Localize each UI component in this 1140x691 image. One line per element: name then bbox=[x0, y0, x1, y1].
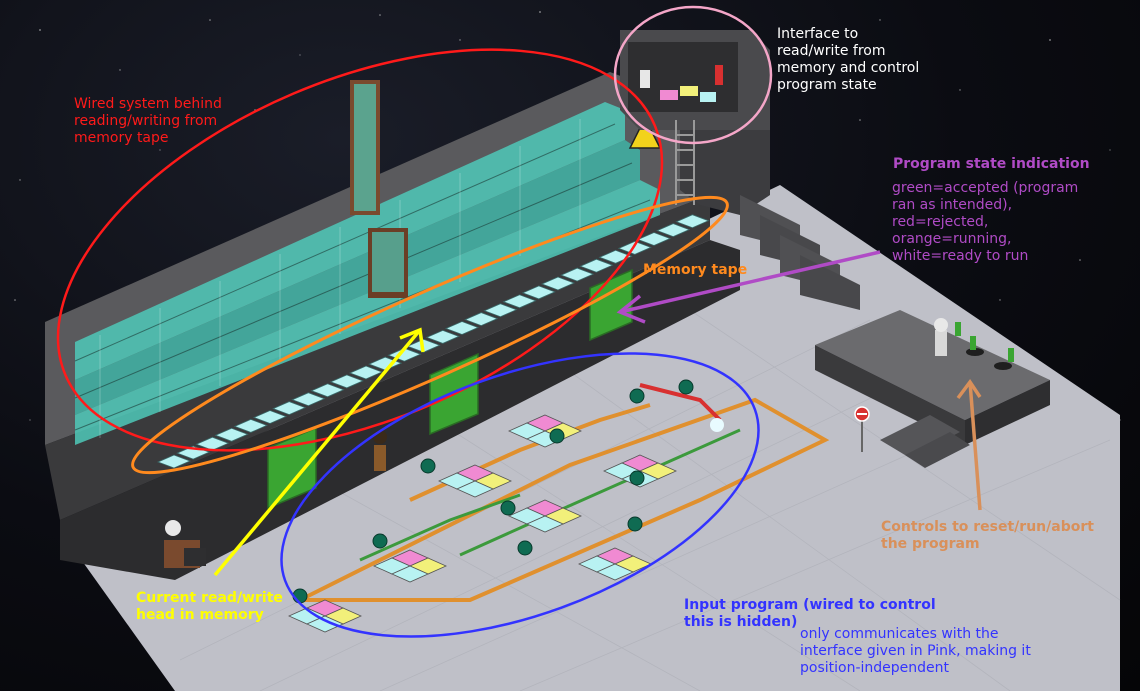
avatar-player bbox=[373, 430, 387, 471]
memory-tape-cell bbox=[464, 312, 499, 327]
controller-object bbox=[164, 520, 206, 568]
memory-tape-cell bbox=[195, 436, 230, 451]
interface-outline bbox=[613, 5, 773, 145]
program-tile bbox=[391, 565, 429, 583]
memory-tape-cell bbox=[636, 232, 672, 246]
state-orb bbox=[629, 388, 645, 404]
input-program-title-line: Input program (wired to control bbox=[684, 597, 936, 613]
annotation-overlays bbox=[56, 5, 982, 638]
state-orb bbox=[627, 516, 643, 532]
read-write-head-label-line: Current read/write bbox=[136, 590, 283, 606]
controls-label: Controls to reset/run/abort the program bbox=[881, 519, 1094, 553]
ladder bbox=[675, 120, 695, 205]
memory-tape-outline bbox=[131, 195, 729, 475]
room-floor bbox=[60, 185, 1120, 691]
controls-arrow bbox=[968, 381, 982, 511]
program-state-legend-line: green=accepted (program bbox=[892, 180, 1079, 196]
server-racks bbox=[74, 102, 660, 445]
memory-tape-cell bbox=[579, 258, 614, 273]
glowing-orb bbox=[710, 418, 724, 432]
starfield bbox=[14, 11, 1121, 421]
memory-tape-cell bbox=[502, 294, 537, 309]
input-program-title: Input program (wired to control this is … bbox=[684, 597, 936, 631]
wired-system-label: Wired system behind reading/writing from… bbox=[74, 96, 222, 147]
program-state-legend: green=accepted (program ran as intended)… bbox=[892, 180, 1078, 265]
memory-tape-cell bbox=[444, 321, 480, 335]
state-orb bbox=[420, 458, 436, 474]
memory-tape-cell bbox=[272, 401, 307, 416]
no-entry-sign-icon bbox=[854, 406, 870, 452]
memory-tape-cell bbox=[214, 427, 249, 442]
pillar bbox=[680, 130, 770, 215]
read-write-head-label-line: head in memory bbox=[136, 607, 264, 623]
state-orb bbox=[678, 379, 694, 395]
interface-label-line: Interface to bbox=[777, 26, 859, 42]
controls-label-line: Controls to reset/run/abort bbox=[881, 519, 1094, 535]
wired-system-label-line: reading/writing from bbox=[74, 113, 218, 129]
program-tile bbox=[596, 563, 634, 581]
state-orb bbox=[292, 588, 308, 604]
wired-system-label-line: memory tape bbox=[74, 130, 169, 146]
program-tile bbox=[526, 515, 564, 533]
wired-system-outline bbox=[56, 48, 664, 452]
memory-tape-cell bbox=[675, 214, 710, 229]
interface-label: Interface to read/write from memory and … bbox=[777, 26, 919, 94]
state-orb bbox=[500, 500, 516, 516]
program-state-legend-line: ran as intended), bbox=[892, 197, 1013, 213]
program-tile bbox=[456, 480, 494, 498]
server-wall-front bbox=[60, 240, 740, 580]
program-state-legend-line: red=rejected, bbox=[892, 214, 989, 230]
avatar-robot bbox=[934, 318, 948, 356]
input-program-description-line: only communicates with the bbox=[800, 626, 999, 642]
program-tiles bbox=[288, 414, 677, 633]
memory-tape-label: Memory tape bbox=[643, 262, 748, 278]
control-buttons bbox=[955, 322, 1014, 370]
memory-tape-cell bbox=[560, 267, 595, 282]
input-program-description-line: position-independent bbox=[800, 660, 950, 676]
input-program-description: only communicates with the interface giv… bbox=[800, 626, 1031, 677]
program-tile bbox=[306, 615, 344, 633]
interface-label-line: memory and control bbox=[777, 60, 920, 76]
memory-tape-cell bbox=[598, 249, 633, 264]
control-platform bbox=[815, 310, 1050, 468]
memory-tape-cell bbox=[483, 303, 518, 318]
memory-tape-cell bbox=[656, 223, 691, 238]
input-program-description-line: interface given in Pink, making it bbox=[800, 643, 1031, 659]
wired-system-label-line: Wired system behind bbox=[74, 96, 222, 112]
memory-tape-cell bbox=[348, 365, 384, 380]
read-write-head-arrow bbox=[213, 328, 422, 577]
read-write-head-label: Current read/write head in memory bbox=[136, 590, 283, 624]
interface-label-line: read/write from bbox=[777, 43, 886, 59]
program-state-arrow bbox=[619, 250, 881, 314]
state-orb bbox=[629, 470, 645, 486]
memory-tape-cell bbox=[310, 383, 345, 398]
memory-tape-cell bbox=[329, 374, 364, 389]
memory-tape-cell bbox=[291, 392, 326, 407]
input-program-outline bbox=[280, 352, 760, 638]
program-state-title: Program state indication bbox=[893, 156, 1090, 172]
memory-tape-cell bbox=[233, 418, 268, 433]
controls-label-line: the program bbox=[881, 536, 980, 552]
input-program-title-line: this is hidden) bbox=[684, 614, 798, 630]
memory-tape-cell bbox=[252, 410, 288, 424]
server-tower bbox=[350, 80, 408, 298]
memory-tape-cell bbox=[156, 454, 192, 469]
interface-label-line: program state bbox=[777, 77, 877, 93]
memory-tape-cell bbox=[540, 276, 576, 291]
memory-tape-cell bbox=[521, 285, 556, 300]
program-orbs bbox=[292, 379, 724, 604]
state-orb bbox=[549, 428, 565, 444]
state-orb bbox=[517, 540, 533, 556]
program-state-legend-line: white=ready to run bbox=[892, 248, 1029, 264]
memory-tape-cell bbox=[425, 329, 460, 344]
interface-cabinet bbox=[620, 30, 770, 130]
state-orb bbox=[372, 533, 388, 549]
program-state-legend-line: orange=running, bbox=[892, 231, 1012, 247]
